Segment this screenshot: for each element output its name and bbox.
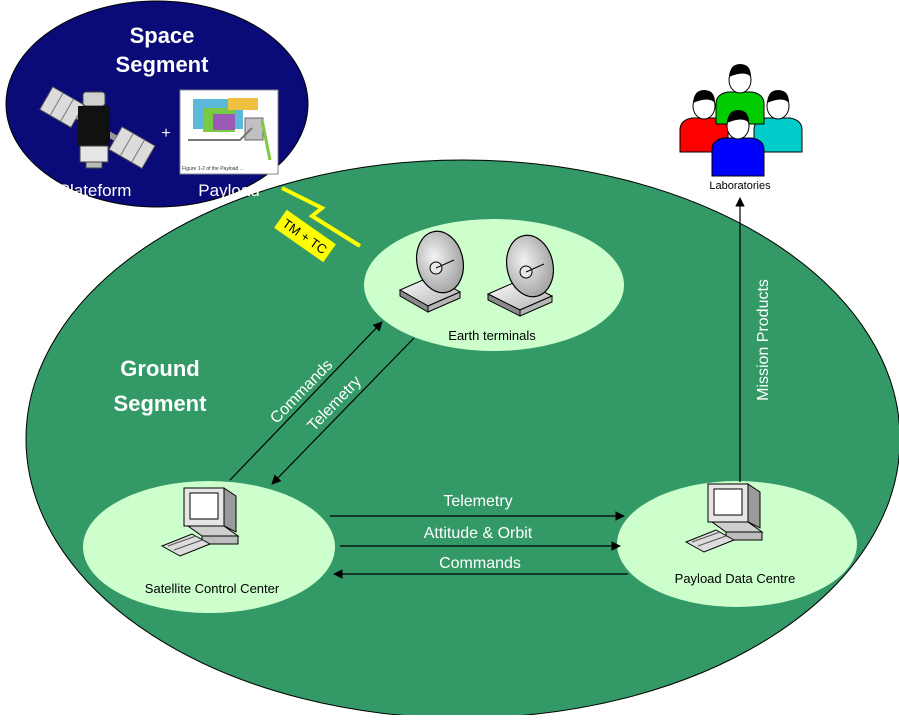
laboratories-label: Laboratories [709,180,771,192]
plus-sign: + [161,125,170,142]
laboratories-people-icon [679,64,803,177]
payload-image: Figure 1-2 of the Payload ... [179,89,279,175]
payload-data-centre-label: Payload Data Centre [675,571,796,586]
ground-title-line1: Ground [120,356,199,381]
satellite-platform-icon [39,86,156,170]
telemetry-down-arrow [271,337,415,485]
earth-terminals-label: Earth terminals [448,328,536,343]
telemetry-h-label: Telemetry [443,493,512,510]
ground-title-line2: Segment [114,391,208,416]
satellite-dish-icon [398,230,465,313]
satellite-control-center-node [83,481,335,613]
space-title-line1: Space [130,23,195,48]
platform-label: Plateform [59,181,132,200]
space-title-line2: Segment [116,52,210,77]
payload-data-centre-node [617,481,857,607]
lightning-link-icon [281,186,362,248]
commands-up-arrow [229,321,383,481]
computer-icon [684,483,764,553]
commands-back-label: Commands [439,555,521,572]
computer-icon [160,487,240,557]
payload-label: Payload [198,181,259,200]
mission-products-label: Mission Products [755,279,772,401]
attitude-orbit-label: Attitude & Orbit [424,525,533,542]
satellite-control-center-label: Satellite Control Center [145,581,280,596]
payload-image-caption: Figure 1-2 of the Payload ... [182,166,244,172]
satellite-dish-icon [486,234,555,317]
